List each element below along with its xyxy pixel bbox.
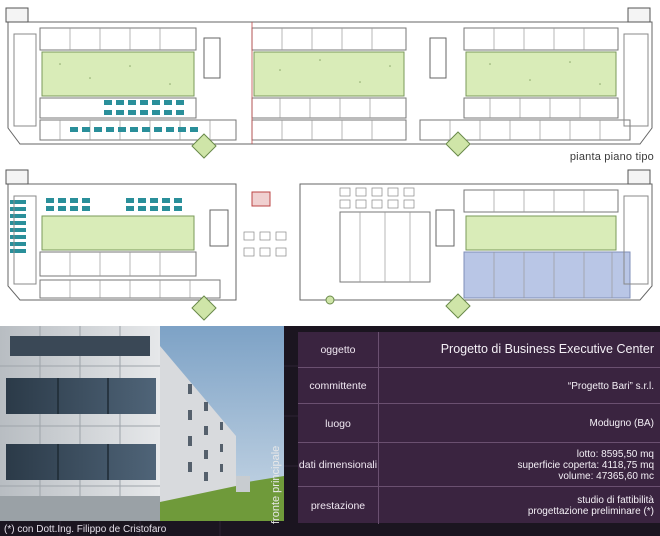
info-label: prestazione — [298, 487, 379, 524]
info-value-line: Modugno (BA) — [589, 418, 654, 429]
plan-caption: pianta piano tipo — [569, 151, 654, 163]
footnote: (*) con Dott.Ing. Filippo de Cristofaro — [4, 524, 167, 535]
info-value-line: superficie coperta: 4118,75 mq — [517, 459, 654, 471]
info-value: “Progetto Bari” s.r.l. — [384, 368, 654, 404]
info-row-prestazione: prestazione studio di fattibilità proget… — [298, 486, 660, 524]
info-row-committente: committente “Progetto Bari” s.r.l. — [298, 367, 660, 404]
info-label: committente — [298, 368, 379, 404]
info-value: lotto: 8595,50 mq superficie coperta: 41… — [384, 443, 654, 487]
floor-plans-area: pianta piano tipo — [5, 7, 654, 321]
plan-typical-floor — [5, 7, 653, 159]
info-value-line: Progetto di Business Executive Center — [440, 342, 654, 356]
info-value: studio di fattibilità progettazione prel… — [384, 487, 654, 524]
info-row-luogo: luogo Modugno (BA) — [298, 403, 660, 443]
info-value-line: studio di fattibilità — [577, 494, 654, 506]
info-row-dati-dimensionali: dati dimensionali lotto: 8595,50 mq supe… — [298, 442, 660, 487]
info-row-oggetto: oggetto Progetto di Business Executive C… — [298, 332, 660, 367]
info-value: Progetto di Business Executive Center — [384, 332, 654, 367]
info-value-line: lotto: 8595,50 mq — [576, 448, 654, 460]
info-value-line: volume: 47365,60 mc — [558, 470, 654, 482]
floor-plan-drawings — [5, 7, 653, 321]
project-info-section: fronte principale oggetto Progetto di Bu… — [0, 326, 660, 536]
photo-caption: fronte principale — [270, 436, 284, 526]
info-value-line: progettazione preliminare (*) — [527, 505, 654, 517]
building-photo-illustration — [0, 326, 284, 521]
plan-ground-floor — [5, 169, 653, 321]
building-photo — [0, 326, 284, 521]
info-value: Modugno (BA) — [384, 404, 654, 443]
info-label: dati dimensionali — [298, 443, 379, 487]
info-label: oggetto — [298, 332, 379, 367]
photo-caption-text: fronte principale — [270, 445, 282, 524]
info-value-line: “Progetto Bari” s.r.l. — [567, 380, 654, 392]
info-label: luogo — [298, 404, 379, 443]
project-info-panel: oggetto Progetto di Business Executive C… — [298, 332, 660, 524]
